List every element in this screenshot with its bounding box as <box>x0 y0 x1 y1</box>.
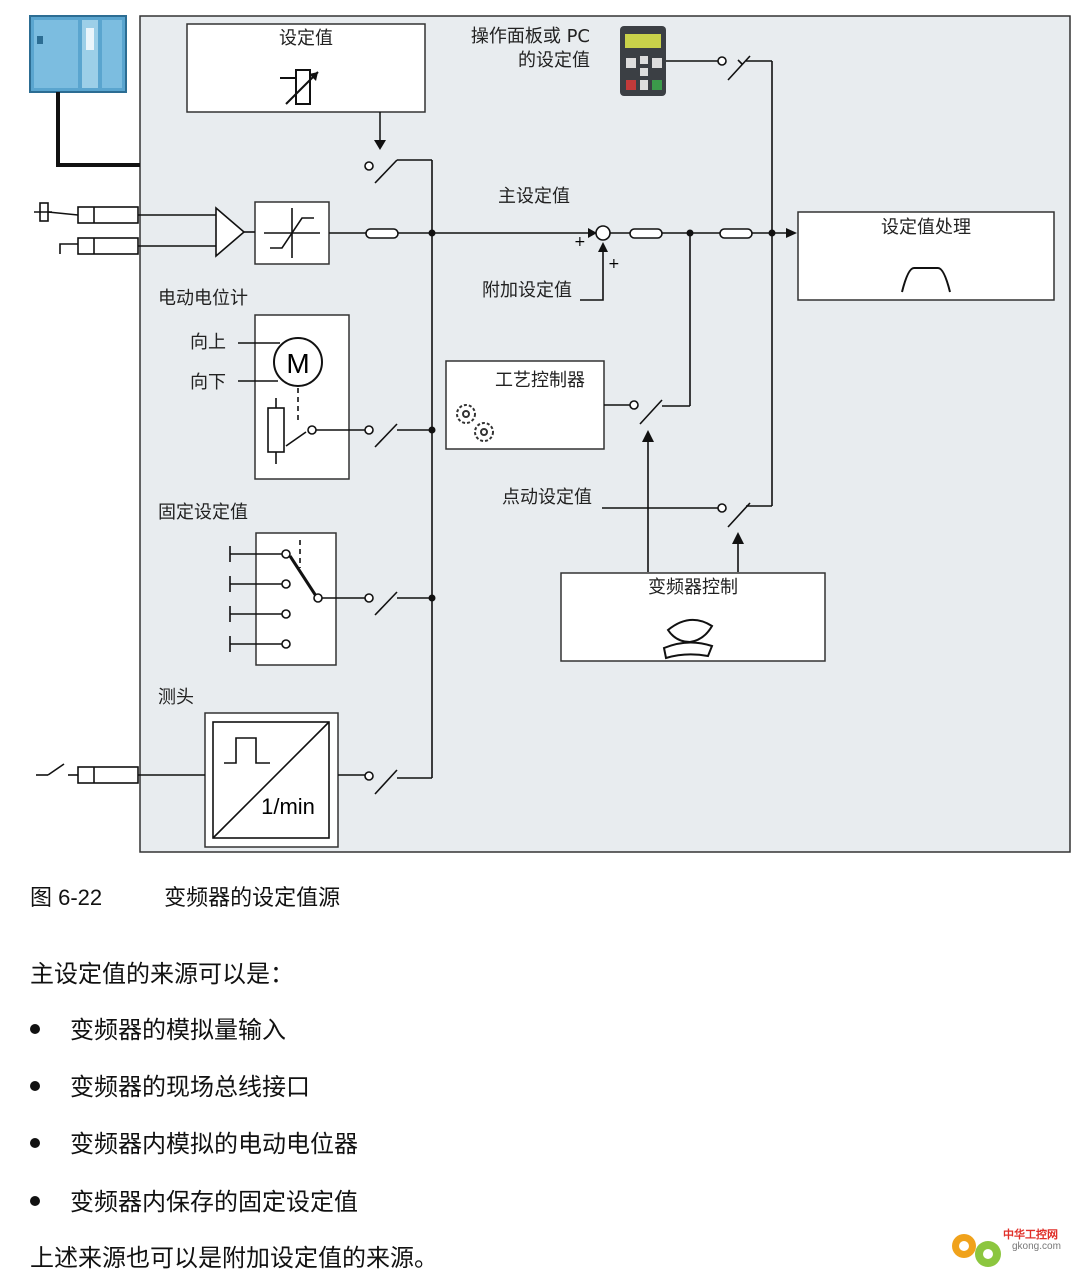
jog-setpoint-label: 点动设定值 <box>502 487 592 508</box>
list-item: 变频器内模拟的电动电位器 <box>30 1124 358 1159</box>
rpm-unit-label: 1/min <box>261 794 315 819</box>
bullet-icon <box>30 1195 40 1206</box>
amplifier-icon <box>215 206 246 258</box>
additional-setpoint-label: 附加设定值 <box>482 280 572 301</box>
plus-additional: + <box>608 256 620 272</box>
figure-title: 变频器的设定值源 <box>164 886 341 911</box>
inverter-control-label: 变频器控制 <box>648 577 738 598</box>
bullet-icon <box>30 1023 40 1034</box>
panel-label-line1: 操作面板或 PC <box>471 26 590 47</box>
fixed-setpoint-title: 固定设定值 <box>158 502 248 523</box>
main-setpoint-label: 主设定值 <box>498 186 570 207</box>
list-item: 变频器的模拟量输入 <box>30 1010 286 1045</box>
plc-icon <box>29 15 127 93</box>
operator-panel-icon <box>620 26 666 96</box>
setpoint-sources-diagram: 设定值 操作面板或 PC 的设定值 <box>29 15 1071 853</box>
fixed-setpoint-box <box>255 532 337 666</box>
up-label: 向上 <box>190 332 226 353</box>
probe-title: 测头 <box>158 687 194 708</box>
panel-label-line2: 的设定值 <box>518 50 590 71</box>
figure-number: 图 6-22 <box>30 885 103 910</box>
setpoint-box-label: 设定值 <box>279 28 333 49</box>
gears-icon <box>456 404 494 442</box>
motor-symbol: M <box>286 348 309 379</box>
watermark-logo-icon <box>952 1234 1001 1267</box>
watermark-url: gkong.com <box>1012 1241 1061 1252</box>
motor-icon <box>273 337 323 387</box>
ramp-icon <box>901 267 951 293</box>
tech-controller-label: 工艺控制器 <box>495 370 585 391</box>
plus-main: + <box>574 234 586 250</box>
figure-caption: 图 6-22 变频器的设定值源 <box>30 880 340 912</box>
down-label: 向下 <box>190 372 226 393</box>
outro-paragraph: 上述来源也可以是附加设定值的来源。 <box>30 1244 438 1272</box>
setpoint-processing-box <box>797 211 1055 301</box>
analog-input-terminals <box>34 202 216 255</box>
bullet-icon <box>30 1080 40 1091</box>
list-item: 变频器的现场总线接口 <box>30 1067 310 1102</box>
motor-pot-title: 电动电位计 <box>158 288 248 309</box>
summing-junction <box>595 225 611 241</box>
captain-hat-icon <box>662 619 714 660</box>
setpoint-processing-label: 设定值处理 <box>881 217 971 238</box>
list-item: 变频器内保存的固定设定值 <box>30 1182 358 1217</box>
watermark-name: 中华工控网 <box>1003 1228 1058 1241</box>
bullet-icon <box>30 1137 40 1148</box>
intro-paragraph: 主设定值的来源可以是： <box>30 960 294 988</box>
potentiometer-icon <box>280 69 319 105</box>
